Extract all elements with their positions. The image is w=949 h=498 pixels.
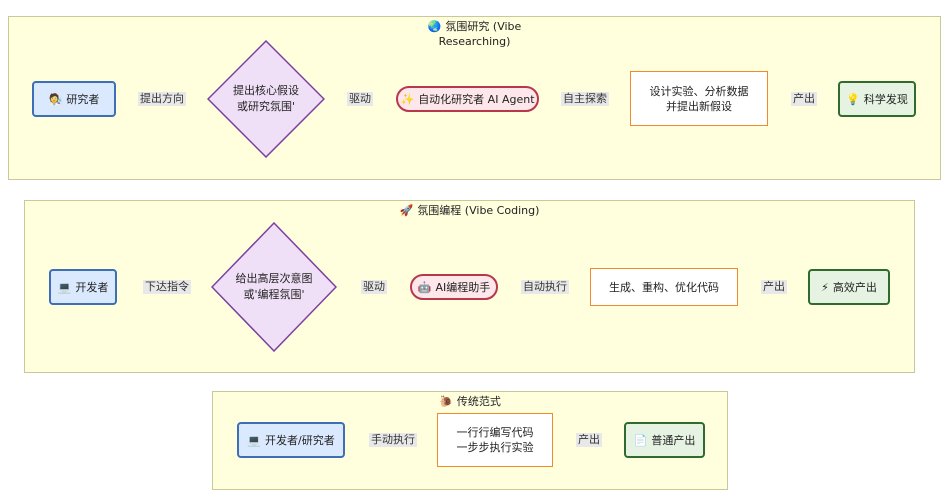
snail-icon: 🐌 xyxy=(439,395,453,408)
lane-title: 🌏氛围研究 (Vibe Researching) xyxy=(427,20,522,48)
edge-label-autonomous-explore: 自主探索 xyxy=(561,92,609,106)
decision-shape xyxy=(210,221,338,353)
lane-title: 🐌传统范式 xyxy=(439,395,501,408)
developer-node: 💻开发者 xyxy=(49,269,117,305)
decision-label: 提出核心假设或研究氛围' xyxy=(233,84,299,113)
scientist-icon: 🧑‍🔬 xyxy=(48,92,63,106)
document-icon: 📄 xyxy=(633,433,648,447)
coding-intent-decision: 给出高层次意图或'编程氛围' xyxy=(210,221,338,353)
researcher-node: 🧑‍🔬研究者 xyxy=(32,81,116,117)
lightning-icon: ⚡ xyxy=(821,280,829,294)
edge-label-produce: 产出 xyxy=(791,92,817,106)
robot-icon: 🤖 xyxy=(417,280,432,294)
edge-label-drive: 驱动 xyxy=(347,92,373,106)
edge-label-produce: 产出 xyxy=(576,433,602,447)
code-generation-process-node: 生成、重构、优化代码 xyxy=(590,268,738,306)
scientific-discovery-node: 💡科学发现 xyxy=(838,81,916,117)
developer-researcher-node: 💻开发者/研究者 xyxy=(237,422,345,458)
developer-icon: 💻 xyxy=(247,433,261,447)
rocket-icon: 🚀 xyxy=(399,204,414,217)
globe-icon: 🌏 xyxy=(427,20,442,33)
efficient-output-node: ⚡高效产出 xyxy=(808,269,890,305)
manual-process-node: 一行行编写代码一步步执行实验 xyxy=(437,413,553,467)
sparkles-icon: ✨ xyxy=(400,92,415,106)
decision-label: 给出高层次意图或'编程氛围' xyxy=(235,272,313,301)
edge-label-drive: 驱动 xyxy=(361,280,387,294)
lightbulb-icon: 💡 xyxy=(846,92,860,106)
ai-research-agent-node: ✨自动化研究者 AI Agent xyxy=(396,86,539,112)
edge-label-produce: 产出 xyxy=(761,280,787,294)
edge-label-manual-execute: 手动执行 xyxy=(369,433,417,447)
research-hypothesis-decision: 提出核心假设或研究氛围' xyxy=(206,39,326,159)
decision-shape xyxy=(206,39,326,159)
experiment-process-node: 设计实验、分析数据并提出新假设 xyxy=(630,71,768,126)
edge-label-issue-command: 下达指令 xyxy=(143,280,191,294)
lane-title: 🚀氛围编程 (Vibe Coding) xyxy=(399,204,540,217)
edge-label-auto-execute: 自动执行 xyxy=(521,280,569,294)
developer-icon: 💻 xyxy=(57,280,72,294)
edge-label-propose-direction: 提出方向 xyxy=(138,92,186,106)
ordinary-output-node: 📄普通产出 xyxy=(624,422,705,458)
ai-coding-assistant-node: 🤖AI编程助手 xyxy=(410,274,498,300)
